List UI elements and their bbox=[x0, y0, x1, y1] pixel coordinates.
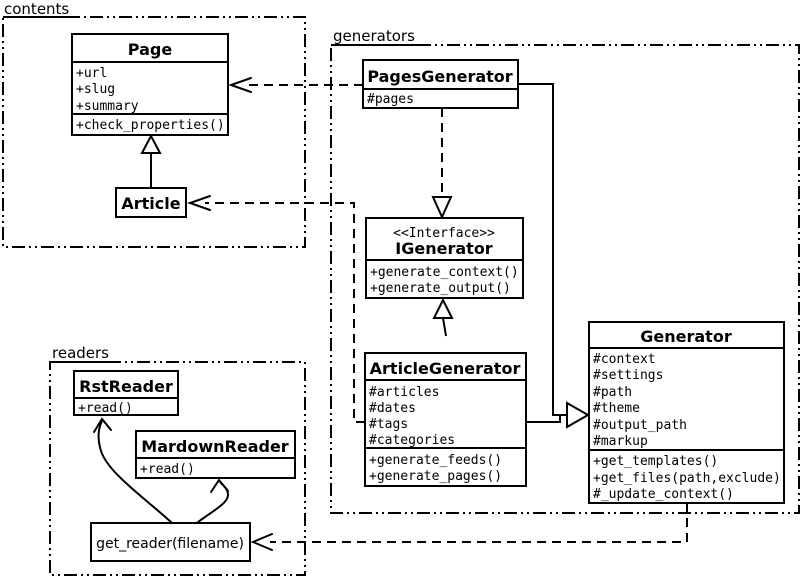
class-article-box bbox=[115, 187, 187, 218]
class-generator-attribute: #output_path bbox=[593, 418, 687, 433]
node-getreader-box bbox=[90, 522, 251, 562]
class-generator-attribute: #markup bbox=[593, 434, 648, 449]
class-mardownreader-box bbox=[135, 430, 296, 479]
arrow-line bbox=[270, 503, 688, 543]
package-contents-label: contents bbox=[4, 0, 69, 18]
arrow-line bbox=[442, 317, 447, 337]
class-articlegenerator-attribute: #articles bbox=[369, 385, 439, 400]
class-generator-attribute: #theme bbox=[593, 401, 640, 416]
class-mardownreader-name: MardownReader bbox=[141, 437, 289, 456]
package-readers: readers bbox=[49, 344, 306, 576]
arrow-generators-extend-generator bbox=[518, 83, 591, 429]
class-articlegenerator-box bbox=[364, 352, 527, 487]
class-pagesgenerator-name: PagesGenerator bbox=[367, 67, 512, 86]
class-generator-name: Generator bbox=[640, 327, 732, 346]
class-pagesgenerator-attribute: #pages bbox=[367, 92, 414, 107]
hollow-triangle-icon bbox=[140, 133, 162, 154]
arrow-pagesgenerator-realizes-igenerator bbox=[431, 108, 453, 220]
class-generator-attribute: #settings bbox=[593, 368, 663, 383]
class-articlegenerator-attribute: #categories bbox=[369, 433, 455, 448]
arrow-articlegenerator-depends-article bbox=[186, 195, 365, 423]
class-page-attribute: +slug bbox=[76, 82, 115, 97]
class-articlegenerator-method: +generate_feeds() bbox=[369, 453, 502, 468]
class-igenerator-name: IGenerator bbox=[395, 239, 493, 258]
arrow-line bbox=[205, 202, 365, 423]
hollow-triangle-icon bbox=[432, 297, 454, 319]
class-page-method: +check_properties() bbox=[76, 118, 225, 133]
class-igenerator: <<Interface>> IGenerator +generate_conte… bbox=[365, 217, 524, 299]
arrow-article-extends-page bbox=[140, 133, 162, 188]
arrow-getreader-to-mardownreader bbox=[196, 478, 230, 524]
class-generator-box bbox=[588, 321, 785, 504]
package-readers-label: readers bbox=[52, 344, 109, 362]
class-page: Page +url +slug +summary +check_properti… bbox=[71, 33, 229, 136]
node-getreader: get_reader(filename) bbox=[90, 522, 251, 562]
class-articlegenerator-attribute: #tags bbox=[369, 417, 408, 432]
class-generator-method: +get_templates() bbox=[593, 454, 718, 469]
class-rstreader: RstReader +read() bbox=[73, 370, 179, 416]
package-generators-border bbox=[330, 44, 800, 514]
class-igenerator-method: +generate_context() bbox=[370, 265, 519, 280]
arrow-pagesgenerator-depends-page bbox=[227, 77, 363, 93]
hollow-triangle-icon bbox=[431, 196, 453, 220]
class-page-attribute: +url bbox=[76, 66, 107, 81]
class-generator: Generator #context #settings #path #them… bbox=[588, 321, 785, 504]
package-readers-border bbox=[49, 361, 306, 576]
open-arrowhead-icon bbox=[250, 533, 273, 551]
class-pagesgenerator: PagesGenerator #pages bbox=[362, 59, 519, 109]
class-articlegenerator-method: +generate_pages() bbox=[369, 469, 502, 484]
class-generator-attribute: #path bbox=[593, 385, 632, 400]
open-arrowhead-icon bbox=[93, 417, 112, 433]
class-mardownreader: MardownReader +read() bbox=[135, 430, 296, 479]
class-pagesgenerator-box bbox=[362, 59, 519, 109]
class-page-name: Page bbox=[128, 40, 173, 59]
arrow-articlegenerator-extends-igenerator bbox=[432, 297, 454, 337]
hollow-triangle-icon bbox=[566, 401, 591, 429]
class-generator-method: #_update_context() bbox=[593, 487, 734, 502]
class-generator-attribute: #context bbox=[593, 352, 656, 367]
class-igenerator-stereotype: <<Interface>> bbox=[393, 226, 495, 241]
package-contents: contents bbox=[2, 0, 306, 248]
arrow-curve bbox=[97, 420, 173, 524]
class-articlegenerator-name: ArticleGenerator bbox=[370, 359, 521, 378]
arrow-line-from-articlegenerator bbox=[526, 415, 561, 423]
class-article: Article bbox=[115, 187, 187, 218]
open-arrowhead-icon bbox=[186, 195, 211, 211]
class-page-attribute: +summary bbox=[76, 99, 139, 114]
class-generator-method: +get_files(path,exclude) bbox=[593, 471, 781, 486]
class-igenerator-method: +generate_output() bbox=[370, 281, 511, 296]
package-generators: generators bbox=[330, 27, 800, 514]
arrow-generator-depends-getreader bbox=[250, 503, 688, 551]
class-page-box bbox=[71, 33, 229, 136]
package-contents-border bbox=[2, 16, 306, 248]
class-rstreader-method: +read() bbox=[78, 401, 133, 416]
package-generators-label: generators bbox=[333, 27, 415, 45]
class-rstreader-box bbox=[73, 370, 179, 416]
arrow-getreader-to-rstreader bbox=[93, 417, 173, 524]
class-articlegenerator: ArticleGenerator #articles #dates #tags … bbox=[364, 352, 527, 487]
class-igenerator-box bbox=[365, 217, 524, 299]
class-articlegenerator-attribute: #dates bbox=[369, 401, 416, 416]
node-getreader-label: get_reader(filename) bbox=[96, 536, 244, 552]
open-arrowhead-icon bbox=[227, 77, 252, 93]
class-article-name: Article bbox=[121, 194, 180, 213]
open-arrowhead-icon bbox=[210, 478, 229, 493]
class-rstreader-name: RstReader bbox=[79, 377, 173, 396]
class-mardownreader-method: +read() bbox=[140, 462, 195, 477]
